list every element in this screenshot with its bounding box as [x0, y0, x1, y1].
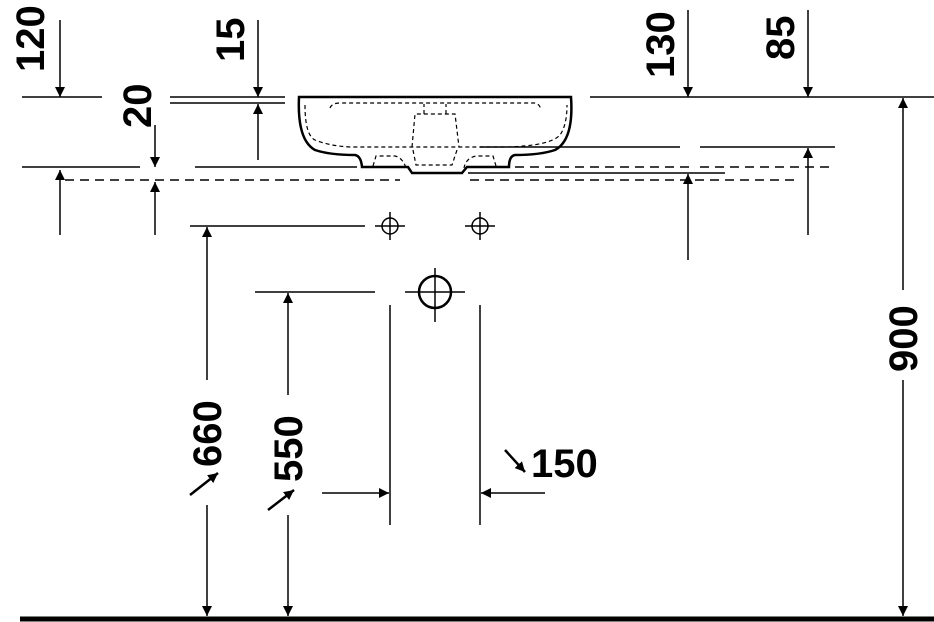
dim-900: 900: [882, 305, 926, 372]
dim-20: 20: [116, 84, 160, 129]
dim-660: 660: [186, 400, 230, 467]
dim-550: 550: [267, 415, 311, 482]
waste-outlet: [405, 268, 465, 322]
dim-15: 15: [209, 18, 253, 63]
washbasin-outline: [297, 95, 573, 175]
reference-lines: [22, 96, 934, 525]
dim-120: 120: [9, 5, 53, 72]
dim-85: 85: [759, 16, 803, 61]
tap-hole-left: [375, 212, 405, 240]
dim-130: 130: [639, 11, 683, 78]
dim-150: 150: [531, 442, 598, 486]
dimension-arrows: [55, 10, 908, 616]
tap-hole-right: [465, 212, 495, 240]
